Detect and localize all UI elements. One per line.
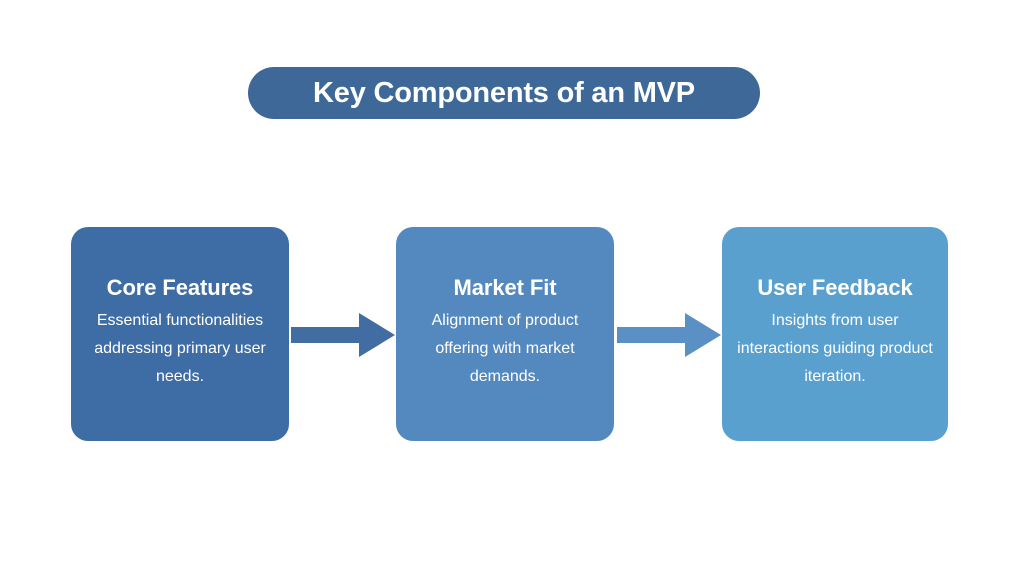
flow-step-title: Core Features: [106, 274, 254, 300]
flow-step-title: User Feedback: [757, 274, 913, 300]
flow-step-market-fit[interactable]: Market Fit Alignment of product offering…: [396, 227, 614, 441]
flow-step-description: Alignment of product offering with marke…: [431, 312, 579, 386]
flow-step-user-feedback[interactable]: User Feedback Insights from user interac…: [722, 227, 948, 441]
flow-step-core-features[interactable]: Core Features Essential functionalities …: [71, 227, 289, 441]
page-title: Key Components of an MVP: [313, 76, 695, 109]
flow-step-description: Essential functionalities addressing pri…: [94, 312, 266, 386]
flow-step-description: Insights from user interactions guiding …: [737, 312, 933, 386]
flow-diagram: Core Features Essential functionalities …: [0, 227, 1024, 441]
flow-step-title: Market Fit: [453, 274, 557, 300]
page-title-pill: Key Components of an MVP: [248, 67, 760, 119]
arrow-right-icon-1: [291, 313, 395, 357]
arrow-right-icon-2: [617, 313, 721, 357]
